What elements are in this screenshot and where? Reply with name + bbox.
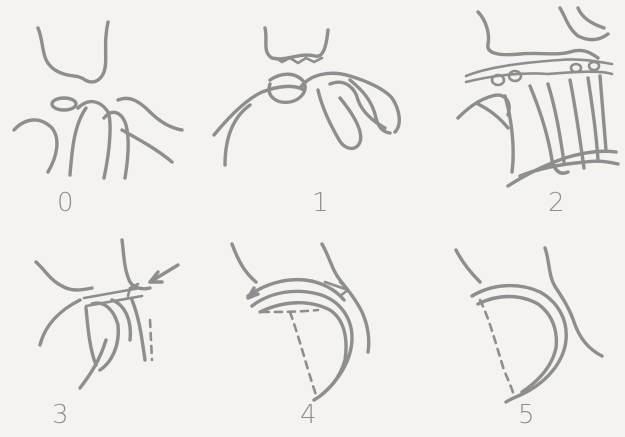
stage-label-2: 2 bbox=[548, 190, 565, 216]
stage-3-drawing bbox=[36, 240, 178, 388]
stage-label-0: 0 bbox=[57, 190, 74, 216]
stage-label-1: 1 bbox=[312, 190, 329, 216]
stage-label-5: 5 bbox=[518, 402, 535, 428]
stage-0-drawing bbox=[14, 22, 182, 178]
stage-label-4: 4 bbox=[300, 402, 317, 428]
stage-2-drawing bbox=[458, 8, 618, 186]
stage-4-drawing bbox=[232, 244, 369, 400]
stage-label-3: 3 bbox=[52, 402, 69, 428]
stage-5-drawing bbox=[456, 248, 602, 402]
stage-1-drawing bbox=[214, 28, 399, 165]
